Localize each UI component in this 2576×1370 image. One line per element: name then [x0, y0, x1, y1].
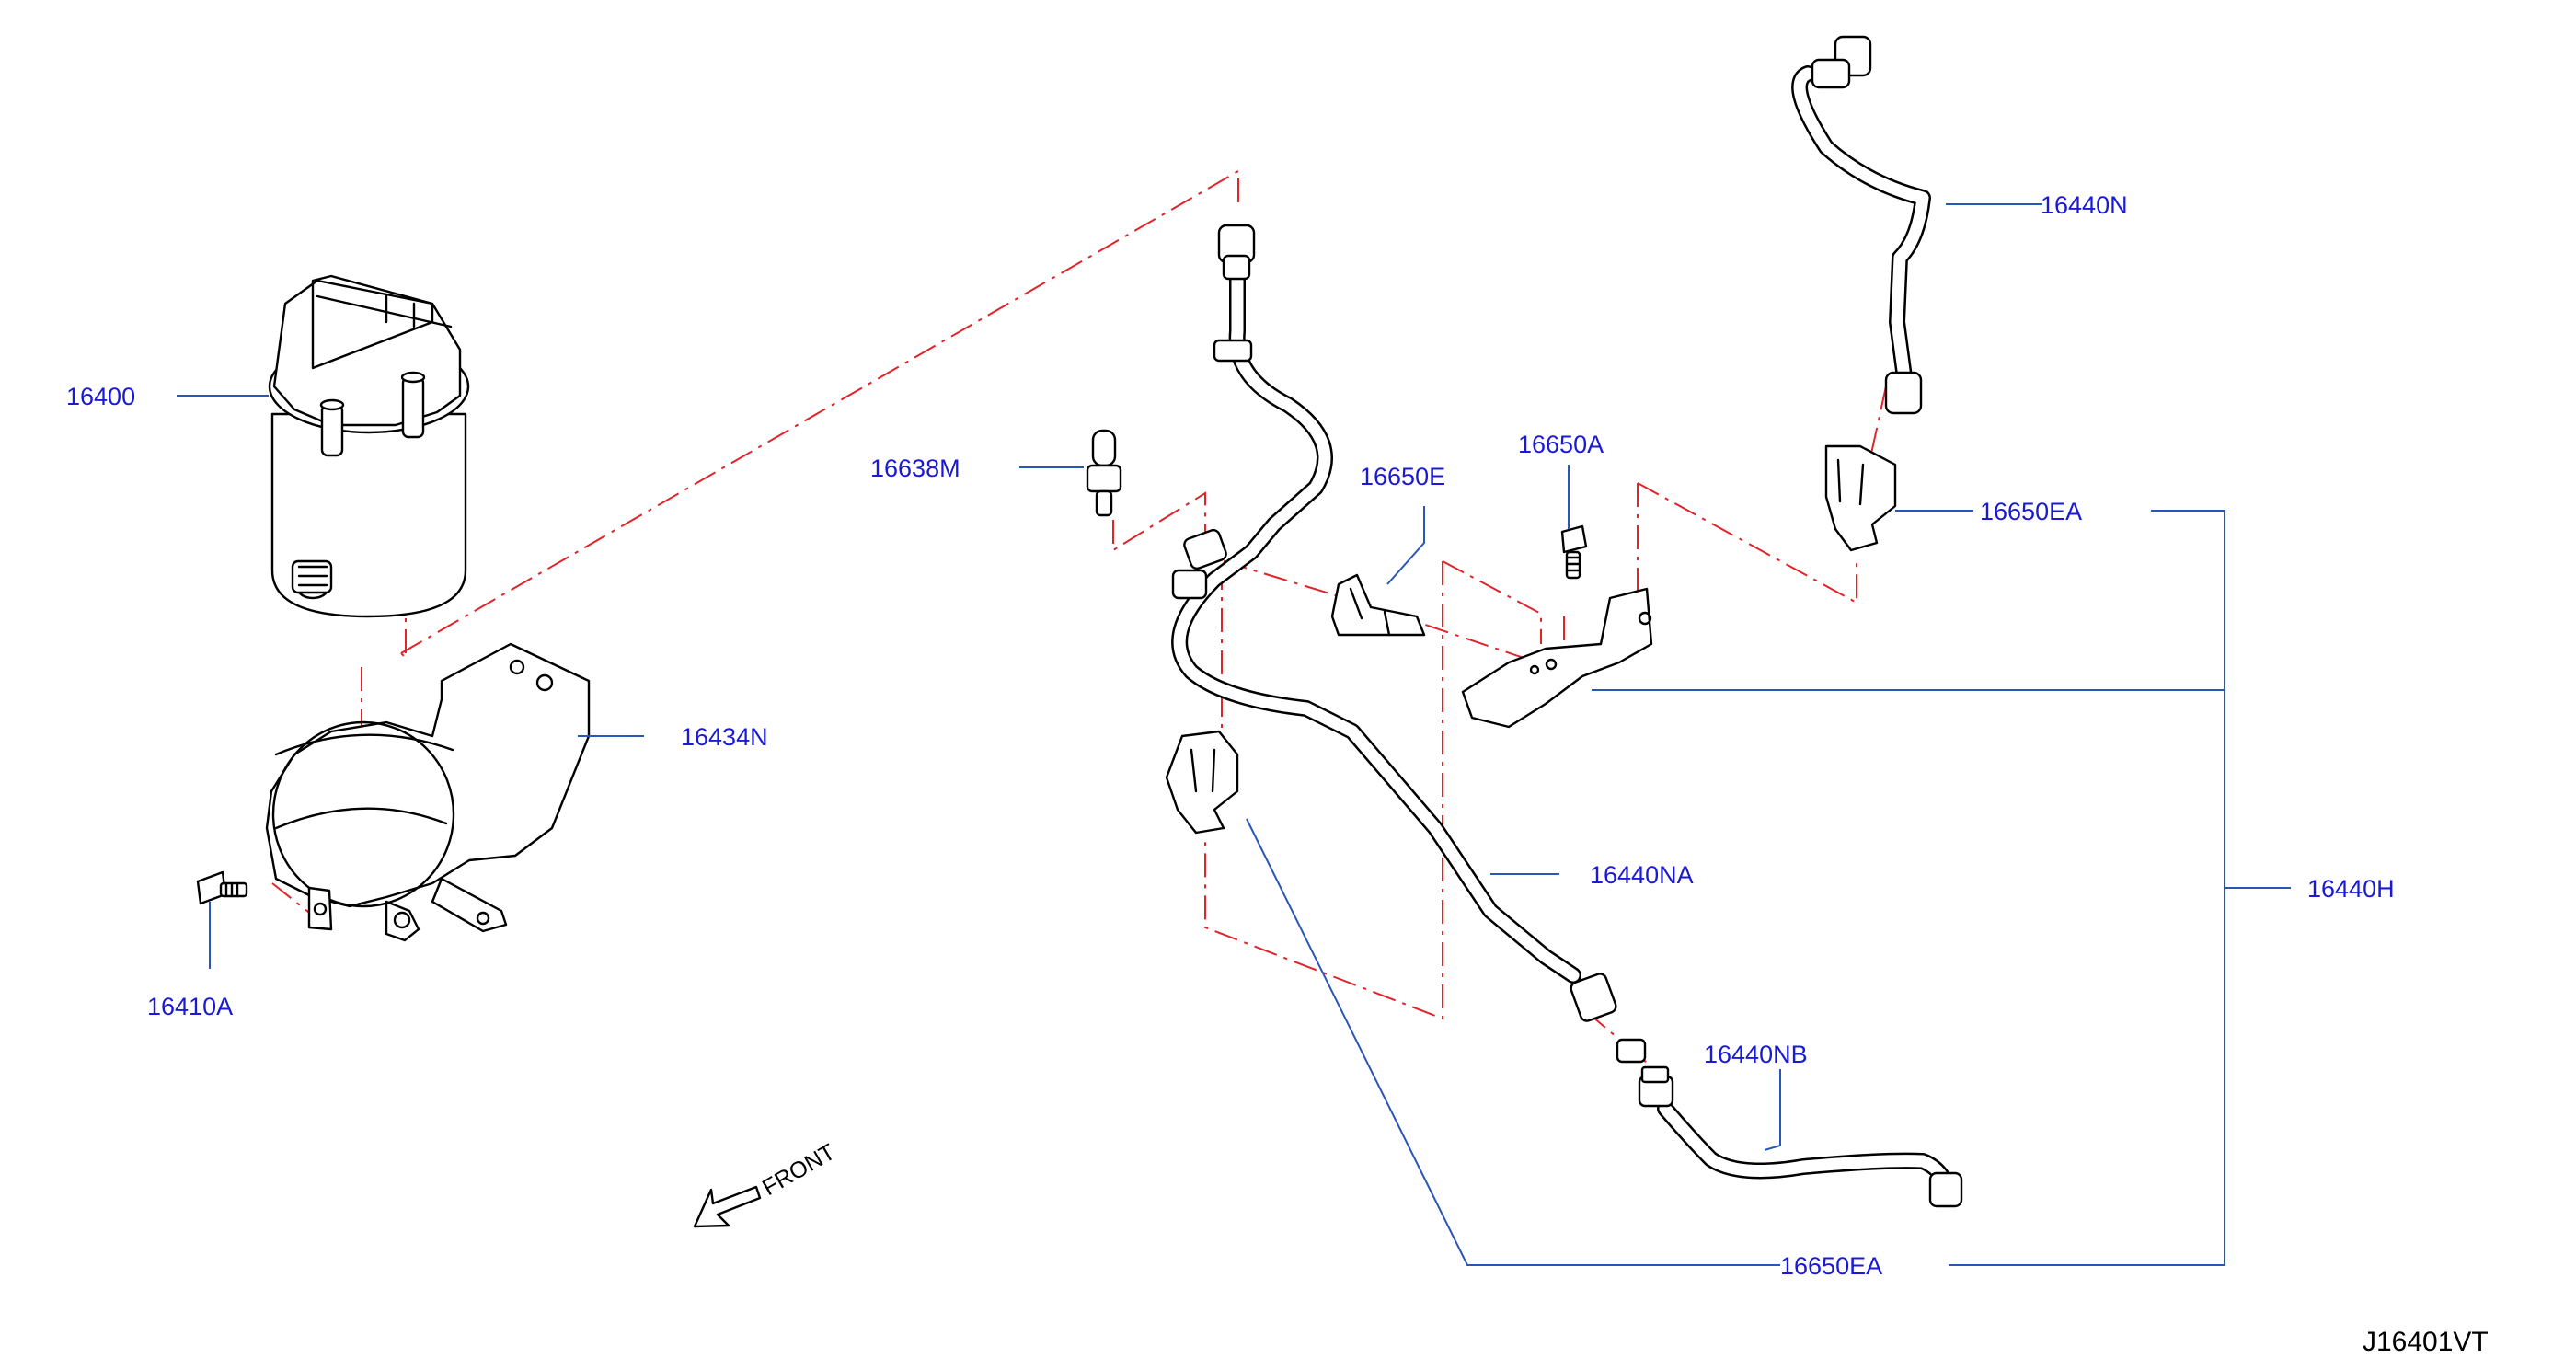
fuel-filter-drawing: [268, 274, 470, 618]
label-16638M: 16638M: [870, 455, 960, 482]
clip-ea-drawing: [1165, 444, 1897, 835]
hoses-drawing: [1171, 65, 1957, 1197]
front-arrow: [693, 1185, 762, 1228]
front-label: FRONT: [758, 1139, 840, 1201]
label-16434N: 16434N: [681, 723, 768, 751]
label-16440NB: 16440NB: [1704, 1041, 1808, 1068]
label-16650A: 16650A: [1518, 431, 1604, 458]
drawing-code: J16401VT: [2363, 1327, 2489, 1357]
label-16440NA: 16440NA: [1590, 861, 1694, 889]
leader-lines: [177, 203, 2291, 1266]
label-16650EA-upper: 16650EA: [1980, 498, 2082, 525]
bolt-drawing: [196, 870, 248, 905]
nb-fittings-drawing: [1640, 1065, 1670, 1084]
sensor-drawing: [1086, 429, 1122, 517]
connectors-drawing: [1171, 35, 1963, 1208]
hose-bracket-drawing: [1461, 587, 1653, 729]
label-16400: 16400: [66, 383, 135, 410]
clip-e-drawing: [1330, 573, 1426, 637]
bolt-a-drawing: [1560, 524, 1588, 580]
label-16440H: 16440H: [2307, 875, 2395, 903]
label-16650EA-lower: 16650EA: [1780, 1252, 1882, 1280]
label-16440N: 16440N: [2041, 191, 2128, 219]
label-16410A: 16410A: [147, 993, 233, 1020]
label-16650E: 16650E: [1360, 463, 1445, 490]
filter-bracket-drawing: [265, 642, 591, 942]
